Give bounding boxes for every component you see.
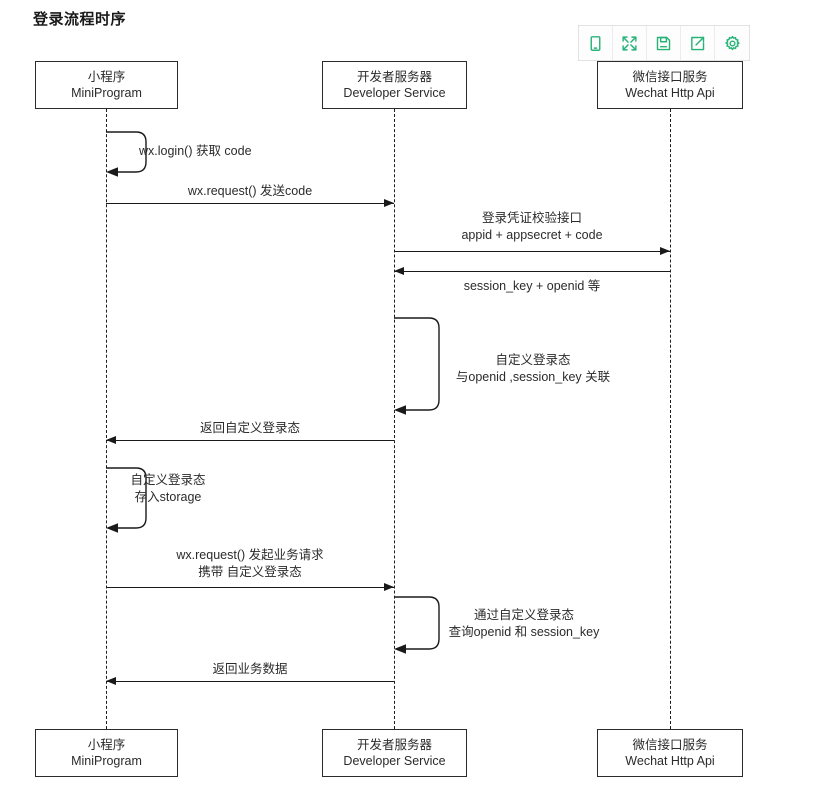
message-line-2: 查询openid 和 session_key — [448, 625, 600, 640]
message-line-2: 存入storage — [134, 490, 202, 505]
message-label-query-openid: 通过自定义登录态 查询openid 和 session_key — [449, 607, 600, 642]
message-line-return-business-data[interactable] — [106, 681, 394, 682]
message-label-wx-login: wx.login() 获取 code — [139, 143, 252, 160]
participant-label-cn: 开发者服务器 — [356, 69, 432, 84]
message-line-1: 返回业务数据 — [212, 662, 288, 676]
message-self-loop-store-storage[interactable] — [106, 467, 161, 533]
arrow-head-right — [660, 246, 670, 255]
participant-box-miniprogram-top[interactable]: 小程序 MiniProgram — [35, 61, 178, 109]
participant-label-cn: 开发者服务器 — [356, 737, 432, 752]
mobile-preview-button[interactable] — [579, 26, 613, 60]
lifeline-miniprogram — [106, 109, 107, 729]
message-line-1: session_key + openid 等 — [463, 279, 601, 293]
participant-box-developer-service-bottom[interactable]: 开发者服务器 Developer Service — [322, 729, 467, 777]
message-line-1: wx.request() 发送code — [187, 184, 313, 198]
message-label-store-storage: 自定义登录态 存入storage — [130, 472, 205, 507]
message-line-return-custom-login-state[interactable] — [106, 440, 394, 441]
message-label-custom-login-state: 自定义登录态 与openid ,session_key 关联 — [456, 352, 610, 387]
settings-gear-icon — [724, 35, 741, 52]
save-icon — [655, 35, 672, 52]
message-line-1: wx.login() 获取 code — [139, 144, 252, 158]
export-button[interactable] — [681, 26, 715, 60]
diagram-toolbar — [578, 25, 750, 61]
message-self-loop-custom-login-state[interactable] — [394, 317, 454, 415]
message-line-1: 登录凭证校验接口 — [481, 211, 583, 225]
participant-label-en: MiniProgram — [71, 754, 142, 768]
participant-label-en: Wechat Http Api — [625, 754, 715, 768]
arrow-head-left — [394, 266, 404, 275]
arrow-head-right — [384, 582, 394, 591]
message-label-wx-request-send-code: wx.request() 发送code — [188, 183, 312, 200]
message-label-session-key-openid: session_key + openid 等 — [464, 278, 601, 295]
message-self-loop-query-openid[interactable] — [394, 596, 454, 654]
participant-label-en: Developer Service — [343, 754, 446, 768]
participant-box-miniprogram-bottom[interactable]: 小程序 MiniProgram — [35, 729, 178, 777]
lifeline-developer-service — [394, 109, 395, 729]
message-line-business-request[interactable] — [106, 587, 394, 588]
participant-label-cn: 小程序 — [87, 737, 126, 752]
arrow-head-right — [384, 198, 394, 207]
message-line-2: 携带 自定义登录态 — [198, 565, 302, 580]
lifeline-wechat-http-api — [670, 109, 671, 729]
message-self-loop-wx-login[interactable] — [106, 131, 156, 177]
participant-box-wechat-http-api-top[interactable]: 微信接口服务 Wechat Http Api — [597, 61, 743, 109]
message-line-1: 自定义登录态 — [495, 353, 571, 367]
message-line-2: appid + appsecret + code — [461, 228, 603, 243]
participant-box-developer-service-top[interactable]: 开发者服务器 Developer Service — [322, 61, 467, 109]
participant-label-en: Developer Service — [343, 86, 446, 100]
message-label-return-business-data: 返回业务数据 — [212, 661, 287, 678]
save-button[interactable] — [647, 26, 681, 60]
message-line-2: 与openid ,session_key 关联 — [455, 370, 611, 385]
participant-label-en: MiniProgram — [71, 86, 142, 100]
mobile-preview-icon — [587, 35, 604, 52]
message-line-1: 通过自定义登录态 — [473, 608, 574, 622]
export-icon — [689, 35, 706, 52]
fullscreen-button[interactable] — [613, 26, 647, 60]
arrow-head-left — [106, 435, 116, 444]
message-line-wx-request-send-code[interactable] — [106, 203, 394, 204]
message-line-session-key-openid[interactable] — [394, 271, 670, 272]
fullscreen-icon — [621, 35, 638, 52]
message-label-return-custom-login-state: 返回自定义登录态 — [200, 420, 300, 437]
participant-label-cn: 微信接口服务 — [632, 737, 708, 752]
message-line-1: wx.request() 发起业务请求 — [176, 548, 324, 562]
message-line-1: 自定义登录态 — [130, 473, 206, 487]
settings-button[interactable] — [715, 26, 749, 60]
participant-label-cn: 微信接口服务 — [632, 69, 708, 84]
arrow-head-left — [106, 676, 116, 685]
participant-label-cn: 小程序 — [87, 69, 126, 84]
page-title: 登录流程时序 — [33, 11, 127, 28]
message-label-login-credential-check: 登录凭证校验接口 appid + appsecret + code — [461, 210, 602, 245]
participant-box-wechat-http-api-bottom[interactable]: 微信接口服务 Wechat Http Api — [597, 729, 743, 777]
participant-label-en: Wechat Http Api — [625, 86, 715, 100]
message-label-business-request: wx.request() 发起业务请求 携带 自定义登录态 — [176, 547, 323, 582]
message-line-login-credential-check[interactable] — [394, 251, 670, 252]
message-line-1: 返回自定义登录态 — [199, 421, 301, 435]
